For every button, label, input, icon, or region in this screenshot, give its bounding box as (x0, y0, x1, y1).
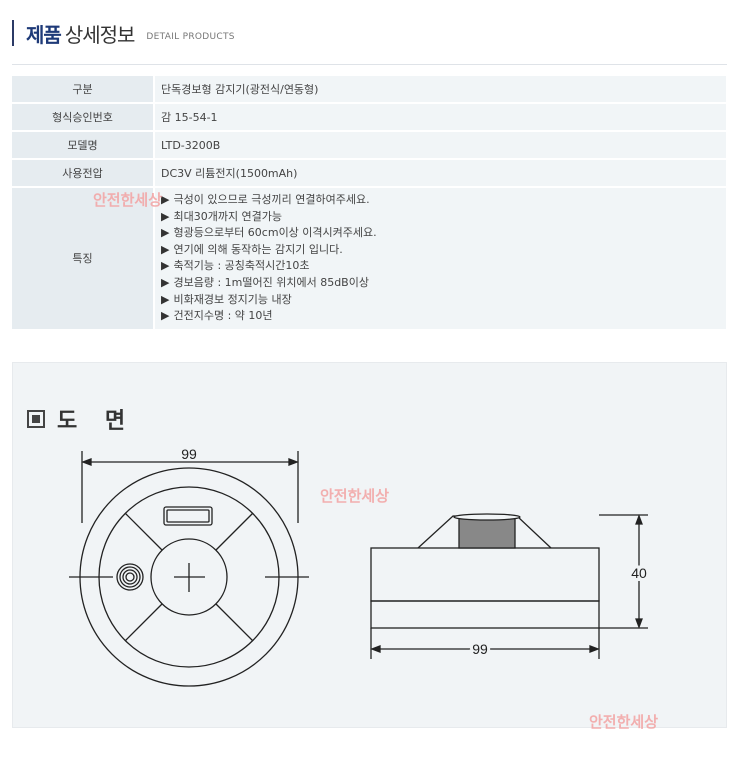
triangle-bullet-icon: ▶ (161, 193, 170, 206)
spec-label: 구분 (12, 76, 155, 102)
header-subtitle: DETAIL PRODUCTS (146, 32, 235, 42)
technical-drawing: 99 40 99 (69, 446, 650, 687)
header-divider (12, 64, 727, 65)
square-bullet-icon (27, 410, 45, 428)
feature-item: ▶형광등으로부터 60cm이상 이격시켜주세요. (161, 225, 726, 242)
triangle-bullet-icon: ▶ (161, 292, 170, 306)
feature-text: 비화재경보 정지기능 내장 (173, 292, 292, 306)
side-view (370, 513, 648, 659)
feature-item: ▶최대30개까지 연결가능 (161, 209, 726, 226)
watermark: 안전한세상 (320, 487, 390, 505)
spec-row: 모델명 LTD-3200B (12, 132, 726, 158)
header-accent-bar (12, 20, 14, 46)
spec-value: DC3V 리튬전지(1500mAh) (155, 160, 726, 186)
drawing-panel: 도 면 (12, 362, 727, 731)
spec-row: 형식승인번호 감 15-54-1 (12, 104, 726, 130)
spec-row-features: 특징 ▶극성이 있으므로 극성끼리 연결하여주세요.▶최대30개까지 연결가능▶… (12, 188, 726, 329)
triangle-bullet-icon: ▶ (161, 209, 170, 223)
triangle-bullet-icon: ▶ (161, 226, 170, 240)
feature-text: 건전지수명 : 약 10년 (173, 309, 273, 323)
front-view (69, 451, 309, 687)
feature-item: ▶축적기능 : 공칭축적시간10초 (161, 258, 726, 275)
triangle-bullet-icon: ▶ (161, 242, 170, 256)
side-height-label: 40 (631, 565, 647, 581)
spec-table: 구분 단독경보형 감지기(광전식/연동형) 형식승인번호 감 15-54-1 모… (12, 74, 726, 331)
feature-text: 극성이 있으므로 극성끼리 연결하여주세요. (173, 193, 370, 206)
side-width-label: 99 (472, 641, 488, 657)
spec-label: 형식승인번호 (12, 104, 155, 130)
spec-label: 모델명 (12, 132, 155, 158)
spec-value: 단독경보형 감지기(광전식/연동형) (155, 76, 726, 102)
page-header: 제품 상세정보 DETAIL PRODUCTS (12, 18, 235, 48)
spec-label: 사용전압 (12, 160, 155, 186)
feature-text: 최대30개까지 연결가능 (173, 209, 283, 223)
watermark: 안전한세상 (93, 191, 163, 209)
feature-text: 경보음량 : 1m떨어진 위치에서 85dB이상 (173, 275, 369, 289)
triangle-bullet-icon: ▶ (161, 275, 170, 289)
spec-row: 구분 단독경보형 감지기(광전식/연동형) (12, 76, 726, 102)
header-title: 상세정보 (64, 22, 136, 47)
feature-item: ▶비화재경보 정지기능 내장 (161, 292, 726, 309)
spec-label: 특징 (12, 188, 155, 329)
feature-item: ▶경보음량 : 1m떨어진 위치에서 85dB이상 (161, 275, 726, 292)
header-title-bold: 제품 (26, 22, 62, 47)
feature-item: ▶건전지수명 : 약 10년 (161, 308, 726, 325)
triangle-bullet-icon: ▶ (161, 309, 170, 323)
drawing-title-text: 도 면 (57, 409, 136, 434)
feature-text: 연기에 의해 동작하는 감지기 입니다. (173, 242, 343, 256)
feature-list: ▶극성이 있으므로 극성끼리 연결하여주세요.▶최대30개까지 연결가능▶형광등… (161, 188, 726, 329)
feature-text: 형광등으로부터 60cm이상 이격시켜주세요. (173, 226, 377, 240)
feature-text: 축적기능 : 공칭축적시간10초 (173, 259, 310, 273)
spec-row: 사용전압 DC3V 리튬전지(1500mAh) (12, 160, 726, 186)
spec-value-features: ▶극성이 있으므로 극성끼리 연결하여주세요.▶최대30개까지 연결가능▶형광등… (155, 188, 726, 329)
feature-item: ▶극성이 있으므로 극성끼리 연결하여주세요. (161, 192, 726, 209)
spec-value: 감 15-54-1 (155, 104, 726, 130)
triangle-bullet-icon: ▶ (161, 259, 170, 273)
drawing-title: 도 면 (27, 403, 135, 435)
front-width-label: 99 (181, 446, 197, 462)
spec-value: LTD-3200B (155, 132, 726, 158)
watermark: 안전한세상 (589, 713, 659, 731)
feature-item: ▶연기에 의해 동작하는 감지기 입니다. (161, 242, 726, 259)
